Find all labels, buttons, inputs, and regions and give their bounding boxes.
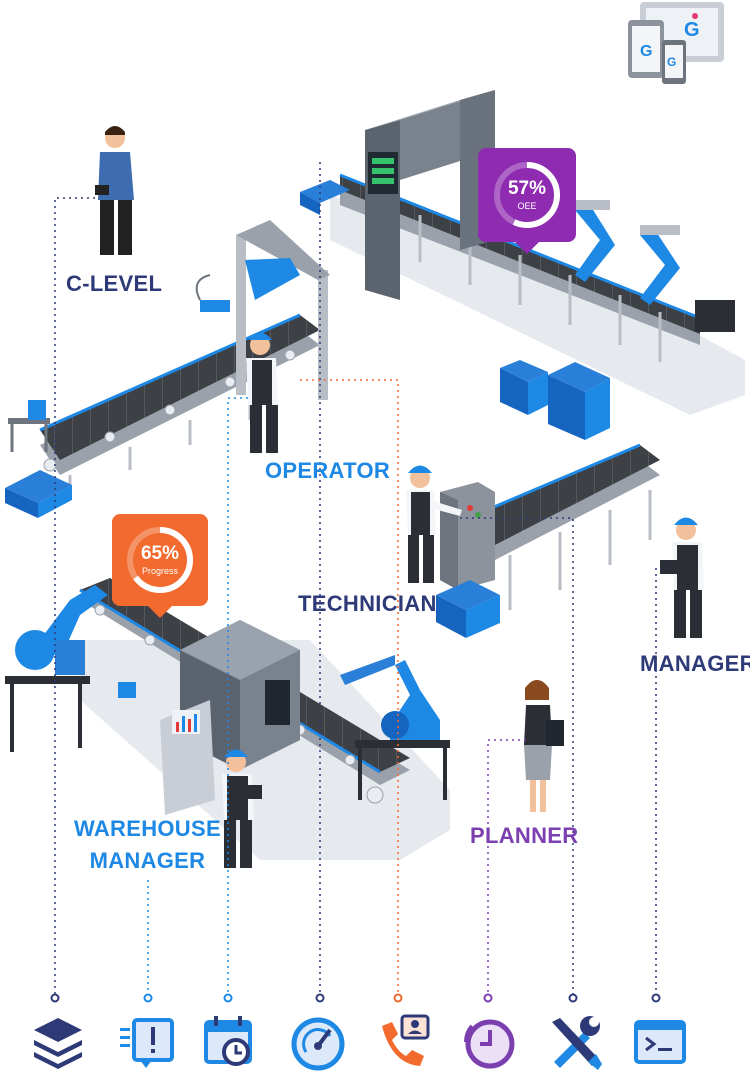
oee-ring-fill [494,162,560,228]
role-label-planner: PLANNER [470,823,579,848]
warehouse-production-line [5,578,450,860]
connector-manager [655,567,668,995]
svg-text:G: G [667,55,676,69]
connector-end-dots [50,993,661,1003]
layers-icon[interactable] [28,1012,88,1072]
role-label-operator: OPERATOR [265,458,391,483]
role-label-technician: TECHNICIAN [298,591,437,616]
gauge-icon[interactable] [288,1012,348,1072]
role-label-manager: MANAGER [640,651,750,676]
calendar-clock-icon[interactable] [200,1012,260,1072]
oee-value: 57% [507,178,547,199]
progress-value: 65% [140,543,180,564]
tools-icon[interactable] [544,1012,604,1072]
technician-production-line [436,443,660,638]
oee-metric-bubble: 57% OEE [478,148,576,254]
brand-devices-icon: G G G [628,2,724,84]
phone-contact-icon[interactable] [372,1012,432,1072]
role-label-c-level: C-LEVEL [66,271,163,296]
connector-progress [300,379,399,995]
operator-person [246,332,278,453]
svg-text:G: G [684,19,700,41]
technician-person [406,465,462,583]
manager-person [660,517,704,638]
progress-metric-bubble: 65% Progress [112,514,208,618]
warehouse-manager-person [222,749,262,868]
connector-technician [460,517,574,995]
terminal-window-icon[interactable] [630,1012,690,1072]
progress-ring [127,527,193,593]
connector-c-level [54,197,95,995]
progress-label: Progress [141,566,178,576]
alert-list-icon[interactable] [118,1012,178,1072]
connector-planner [487,739,526,995]
oee-label: OEE [517,201,537,211]
oee-ring [494,162,560,228]
c-level-person [95,126,134,255]
connector-lines [54,162,668,995]
clock-icon[interactable] [458,1012,518,1072]
progress-ring-fill [127,527,193,593]
planner-person [524,680,564,812]
connector-operator [227,397,248,995]
svg-text:G: G [640,43,652,60]
oee-production-line [300,90,745,440]
